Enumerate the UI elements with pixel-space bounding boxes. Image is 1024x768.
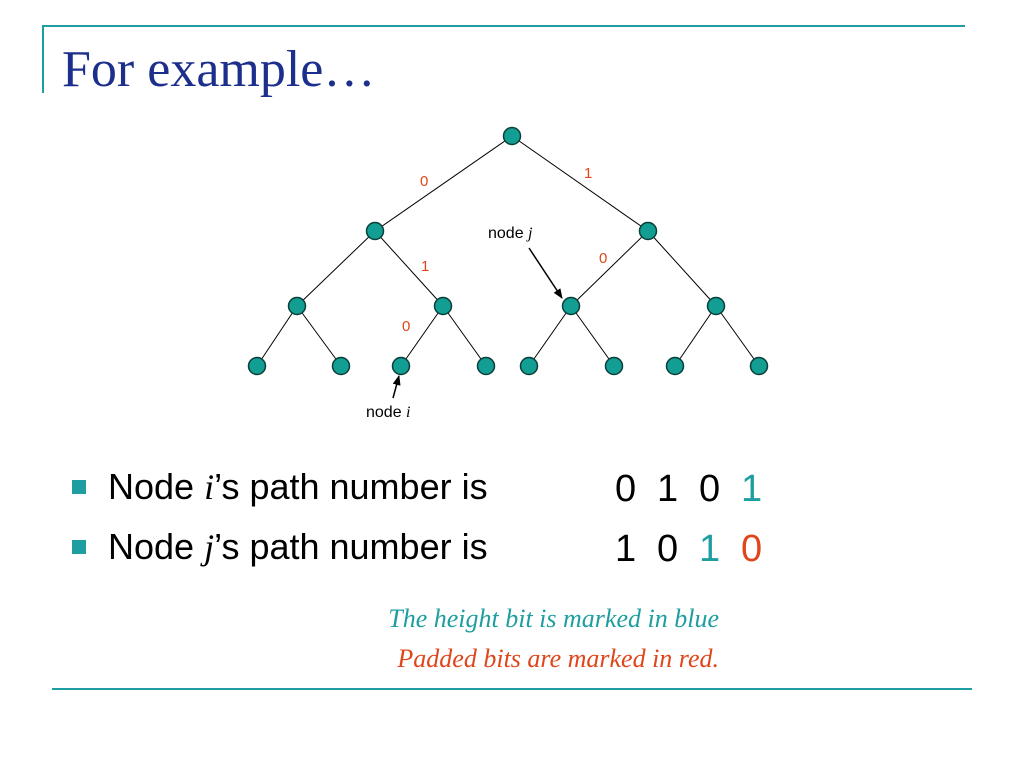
edge-label: 0 bbox=[420, 173, 428, 190]
padded-bit-note: Padded bits are marked in red. bbox=[397, 644, 719, 673]
tree-node bbox=[604, 356, 624, 376]
height-bit-note: The height bit is marked in blue bbox=[388, 604, 719, 633]
tree-node bbox=[391, 356, 411, 376]
tree-node bbox=[287, 296, 307, 316]
frame-bottom-rule bbox=[52, 688, 972, 690]
tree-edge bbox=[674, 305, 717, 367]
tree-edge bbox=[570, 230, 649, 307]
square-bullet-icon bbox=[72, 540, 86, 554]
tree-edge bbox=[296, 305, 342, 367]
edge-label: 0 bbox=[402, 318, 410, 335]
tree-node bbox=[665, 356, 685, 376]
tree-edge bbox=[570, 305, 615, 367]
bullet-var-i: i bbox=[204, 467, 215, 507]
bullet-var-j: j bbox=[204, 527, 215, 567]
tree-edges bbox=[256, 135, 760, 367]
frame-left-rule bbox=[42, 25, 44, 93]
path-bit: 0 bbox=[615, 468, 637, 510]
tree-edge bbox=[528, 305, 572, 367]
node-i-label-text: node bbox=[366, 404, 402, 421]
tree-edge bbox=[296, 230, 376, 307]
bullet-text-node-i: Node i’s path number is bbox=[108, 466, 488, 508]
bullet-prefix: Node bbox=[108, 526, 205, 567]
tree-edge bbox=[256, 305, 298, 367]
tree-node bbox=[365, 221, 385, 241]
node-j-label-text: node bbox=[488, 225, 524, 242]
edge-label: 0 bbox=[599, 250, 607, 267]
path-bit: 1 bbox=[699, 528, 721, 570]
path-bit: 0 bbox=[657, 528, 679, 570]
tree-edge bbox=[715, 305, 760, 367]
node-j-callout: node j bbox=[488, 225, 533, 242]
tree-edge bbox=[647, 230, 717, 307]
tree-node bbox=[331, 356, 351, 376]
path-bit: 1 bbox=[657, 468, 679, 510]
edge-labels: 0 1 1 0 0 bbox=[402, 165, 607, 335]
edge-label: 1 bbox=[421, 258, 429, 275]
bullet-suffix: ’s path number is bbox=[214, 526, 488, 567]
tree-node bbox=[561, 296, 581, 316]
tree-edge bbox=[400, 305, 444, 367]
tree-node bbox=[519, 356, 539, 376]
tree-edge bbox=[511, 135, 649, 232]
bullet-text-node-j: Node j’s path number is bbox=[108, 526, 488, 568]
tree-node bbox=[749, 356, 769, 376]
path-bit: 1 bbox=[741, 468, 763, 510]
slide-title: For example… bbox=[62, 41, 376, 98]
node-i-arrow bbox=[392, 375, 401, 399]
tree-edge bbox=[374, 230, 444, 307]
tree-node bbox=[433, 296, 453, 316]
edge-label: 1 bbox=[584, 165, 592, 182]
binary-tree-diagram: 0 1 1 0 0 node j node i bbox=[247, 126, 769, 421]
tree-node bbox=[247, 356, 267, 376]
path-bit: 0 bbox=[741, 528, 763, 570]
node-i-callout: node i bbox=[366, 404, 411, 421]
bullet-prefix: Node bbox=[108, 466, 205, 507]
tree-edge bbox=[374, 135, 513, 232]
tree-node bbox=[502, 126, 522, 146]
path-bit: 1 bbox=[615, 528, 637, 570]
node-j-var: j bbox=[526, 225, 533, 242]
frame-top-rule bbox=[42, 25, 965, 27]
node-j-arrow bbox=[528, 247, 563, 299]
tree-node bbox=[638, 221, 658, 241]
square-bullet-icon bbox=[72, 480, 86, 494]
tree-node bbox=[476, 356, 496, 376]
node-i-var: i bbox=[406, 404, 410, 421]
tree-node bbox=[706, 296, 726, 316]
bullet-suffix: ’s path number is bbox=[214, 466, 488, 507]
tree-edge bbox=[442, 305, 487, 367]
tree-nodes bbox=[247, 126, 769, 376]
path-bit: 0 bbox=[699, 468, 721, 510]
